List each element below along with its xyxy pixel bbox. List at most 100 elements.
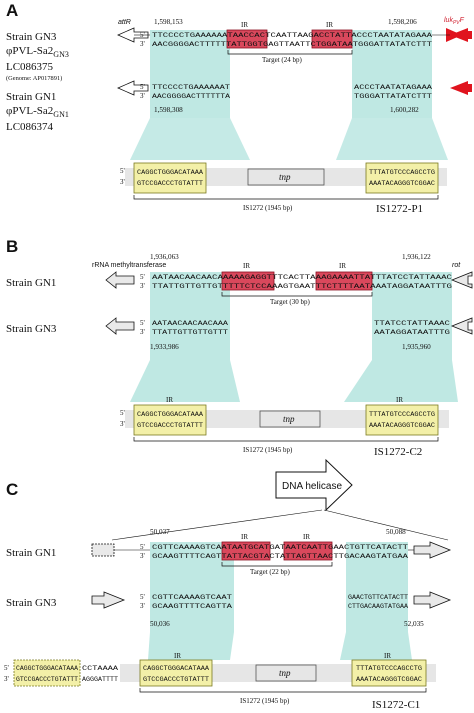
panel-b-3prime-top: 3' <box>140 282 145 290</box>
panel-a-ir-left: IR <box>241 21 248 29</box>
panel-a-is-right-5: TTTATGTCCCAGCCTG <box>369 169 435 176</box>
panel-b-is-name: IS1272-C2 <box>374 446 422 458</box>
rrna-methyltransferase-arrow-icon-bottom <box>105 317 135 335</box>
panel-c-seq-top-3: GCAAGTTTTCAGTTATTACGTACTATTAGTTAACTTGACA… <box>152 553 408 560</box>
panel-a-coord-bot-right: 1,600,282 <box>390 106 419 114</box>
panel-b-gene-rrna: rRNA methyltransferase <box>92 262 166 269</box>
rot-arrow-icon <box>450 271 473 289</box>
panel-b-is-ir-left-box <box>133 404 207 436</box>
lukpvf-arrow-icon-bottom <box>450 81 468 95</box>
panel-b-target: Target (30 bp) <box>270 298 310 306</box>
panel-c-left-gene-arrow-icon-bottom <box>91 591 126 609</box>
panel-a-tnp: tnp <box>279 172 291 182</box>
panel-c-cyan-trapezoid-right <box>340 632 412 660</box>
panel-c-flank-tail-3: AGGGATTTT <box>82 676 118 683</box>
panel-b-tnp-box <box>259 410 321 428</box>
panel-b-cyan-left <box>150 272 230 360</box>
panel-c-cyan-right <box>346 542 408 632</box>
panel-a-coord-top-left: 1,598,153 <box>154 18 183 26</box>
panel-c-is-bracket <box>139 688 427 693</box>
panel-b-seq-bot-5: AATAACAACAACAAA <box>152 320 228 327</box>
panel-a-phage-bottom: φPVL-Sa2GN1 <box>6 105 69 119</box>
panel-b-seq-bot-5r: TTATCCTATTAAAC <box>374 320 450 327</box>
panel-b-cyan-trapezoid-right <box>344 360 458 402</box>
dna-helicase-arrow-icon <box>275 458 353 512</box>
panel-c-ir-box-right <box>283 541 333 561</box>
panel-a-is-3prime: 3' <box>120 178 125 186</box>
panel-b-tnp: tnp <box>283 414 295 424</box>
panel-a-phage-top: φPVL-Sa2GN3 <box>6 45 69 59</box>
panel-c-flank-5prime: 5' <box>4 664 9 672</box>
panel-a-5prime-bot: 5' <box>140 83 145 91</box>
panel-c-strain-bottom: Strain GN3 <box>6 597 57 609</box>
panel-a-is-left-3: GTCCGACCCTGTATTT <box>137 180 203 187</box>
panel-b-cyan-right <box>372 272 452 360</box>
panel-a-strain-top: Strain GN3 <box>6 31 57 43</box>
panel-b-is-length: IS1272 (1945 bp) <box>243 446 293 454</box>
panel-a-letter: A <box>6 1 18 20</box>
panel-c-seq-bot-5r: GAACTGTTCATACTT <box>348 594 408 601</box>
panel-b-coord-bot-left: 1,933,986 <box>150 343 179 351</box>
panel-b-is-bracket <box>133 437 439 442</box>
panel-c-coord-bot-right: 52,035 <box>404 620 424 628</box>
panel-c-flank-tail-5: CCTAAAA <box>82 665 118 672</box>
panel-c-target-bracket <box>221 562 333 567</box>
panel-b-cyan-trapezoid-left <box>130 360 240 402</box>
panel-b-target-bracket <box>221 292 373 297</box>
panel-c-seq-bot-3: GCAAGTTTTCAGTTA <box>152 603 232 610</box>
panel-a-target: Target (24 bp) <box>262 56 302 64</box>
rot-arrow-icon-bottom <box>450 317 473 335</box>
panel-b-coord-bot-right: 1,935,960 <box>402 343 431 351</box>
panel-c-cyan-left <box>150 542 234 632</box>
panel-a-is-length: IS1272 (1945 bp) <box>243 204 293 212</box>
panel-c-letter: C <box>6 480 18 499</box>
panel-c-is-left-5: CAGGCTGGGACATAAA <box>143 665 209 672</box>
panel-b-is-3prime: 3' <box>120 420 125 428</box>
panel-a-is-right-3: AAATACAGGGTCGGAC <box>369 180 435 187</box>
panel-a-seq-top-5: TTCCCCTGAAAAAATAACCACTCAATTAAGACCTATTACC… <box>152 32 432 39</box>
panel-c-seq-bot-5: CGTTCAAAAGTCAAT <box>152 594 232 601</box>
panel-b-seq-top-3: TTATTGTTGTTGTTTTTCTCCAAAGTGAATTTCTTTTAAT… <box>152 283 452 290</box>
panel-a-seq-bot-3r: TGGGATTATATCTTT <box>354 93 432 100</box>
panel-c-right-gene-arrow-icon <box>413 541 452 559</box>
panel-c-helicase: DNA helicase <box>282 481 342 492</box>
panel-c-flank-3prime: 3' <box>4 675 9 683</box>
lukpvf-arrow-icon <box>450 28 468 42</box>
panel-c-ir-left: IR <box>241 533 248 541</box>
lukpvf-arrow-tail-bottom <box>466 84 472 92</box>
panel-b-gene-rot: rot <box>452 262 461 269</box>
panel-c-5prime-top: 5' <box>140 543 145 551</box>
panel-b-seq-top-5: AATAACAACAACAAAAAGAGGTTTCACTTAAAGAAAATTA… <box>152 274 452 281</box>
panel-b-is-left-5: CAGGCTGGGACATAAA <box>137 411 203 418</box>
panel-a-seq-bot-5: TTCCCCTGAAAAAAT <box>152 84 230 91</box>
panel-b-5prime-top: 5' <box>140 273 145 281</box>
panel-c-5prime-bot: 5' <box>140 593 145 601</box>
panel-c-tnp-box <box>255 664 317 682</box>
panel-a-is-ir-left-box <box>133 162 207 194</box>
panel-a-is-5prime: 5' <box>120 167 125 175</box>
panel-b-seq-bot-3: TTATTGTTGTTGTTT <box>152 329 228 336</box>
panel-a-gene-attr: attR <box>118 19 131 26</box>
panel-b-3prime-bot: 3' <box>140 328 145 336</box>
panel-c-coord-bot-left: 50,036 <box>150 620 170 628</box>
panel-b-is-ir-right: IR <box>396 396 403 404</box>
panel-a-cyan-trapezoid-left <box>130 118 250 160</box>
panel-a-seq-bot-3: AACGGGGACTTTTTTA <box>152 93 230 100</box>
panel-c-strain-top: Strain GN1 <box>6 547 56 559</box>
panel-c-ir-box-left <box>221 541 271 561</box>
panel-c-is-ir-left-box <box>139 659 213 687</box>
panel-a-3prime-bot: 3' <box>140 92 145 100</box>
panel-c-coord-top-left: 50,037 <box>150 528 170 536</box>
rrna-methyltransferase-arrow-icon <box>105 271 135 289</box>
panel-a-accession-top: LC086375 <box>6 61 54 73</box>
panel-b-5prime-bot: 5' <box>140 319 145 327</box>
panel-b-coord-top-right: 1,936,122 <box>402 253 431 261</box>
panel-b-is-right-5: TTTATGTCCCAGCCTG <box>369 411 435 418</box>
panel-a: A Strain GN3 φPVL-Sa2GN3 LC086375 (Genom… <box>6 1 472 215</box>
panel-c-cyan-trapezoid-left <box>148 632 234 660</box>
panel-b-is-ir-right-box <box>365 404 439 436</box>
panel-c-is-left-3: GTCCGACCCTGTATTT <box>143 676 209 683</box>
panel-c-flank-3: GTCCGACCCTGTATTT <box>16 676 78 683</box>
panel-a-coord-bot-left: 1,598,308 <box>154 106 183 114</box>
